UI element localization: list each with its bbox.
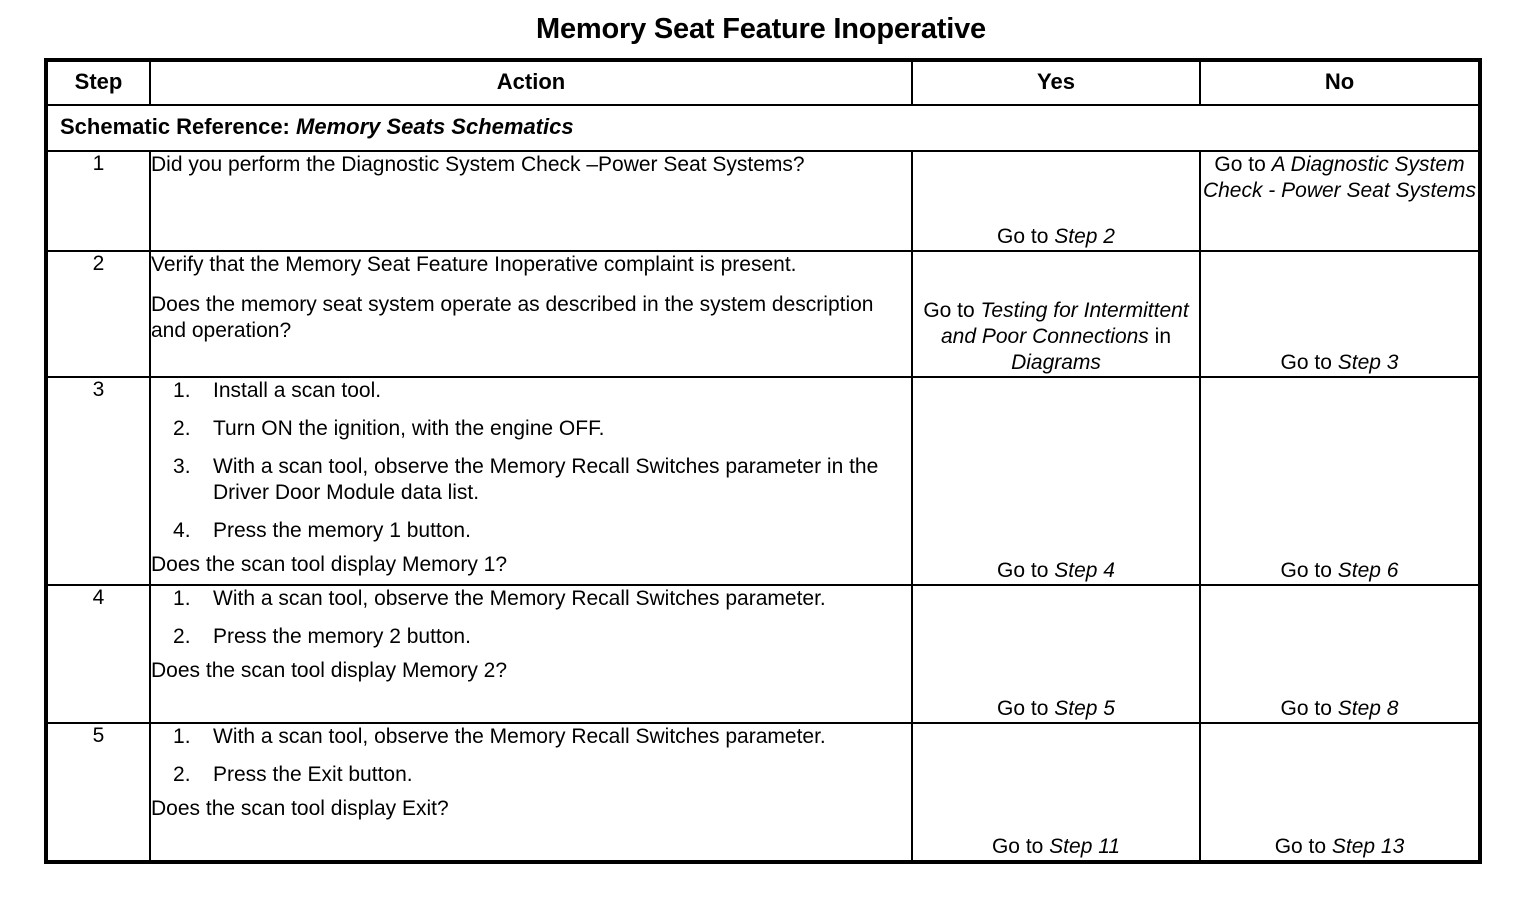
column-header-action: Action [149,59,913,106]
branch-prefix: Go to [1280,559,1338,582]
list-item: Press the memory 2 button. [173,624,471,650]
branch-cell-yes: Go to Step 5 [911,584,1201,724]
step-number-cell: 1 [45,150,151,252]
column-header-no: No [1199,59,1481,106]
action-cell: Install a scan tool. Turn ON the ignition… [149,376,913,586]
branch-reference: Step 2 [1054,225,1115,248]
action-cell: Verify that the Memory Seat Feature Inop… [149,250,913,378]
branch-reference: Step 11 [1049,835,1121,858]
step-number-cell: 3 [45,376,151,586]
action-paragraph: Does the memory seat system operate as d… [151,293,874,342]
table-row: 3 Install a scan tool. Turn ON the ignitio… [45,376,1481,586]
list-item: Press the memory 1 button. [173,518,471,544]
page-title: Memory Seat Feature Inoperative [536,13,986,45]
branch-reference: Testing for Intermittent and Poor Connec… [941,299,1189,348]
branch-cell-no: Go to Step 13 [1199,722,1481,863]
branch-reference: Step 3 [1337,351,1399,374]
step-number-cell: 2 [45,250,151,378]
table-row: 4 With a scan tool, observe the Memory Re… [45,584,1481,724]
branch-cell-yes: Go to Testing for Intermittent and Poor … [911,250,1201,378]
step-number-cell: 4 [45,584,151,724]
action-paragraph: Did you perform the Diagnostic System Ch… [151,153,805,176]
branch-cell-yes: Go to Step 11 [911,722,1201,863]
column-header-yes: Yes [911,59,1201,106]
list-item: With a scan tool, observe the Memory Rec… [173,724,826,750]
branch-prefix: Go to [1274,835,1332,858]
branch-cell-no: Go to Step 3 [1199,250,1481,378]
table-header-row: Step Action Yes No [45,59,1481,106]
branch-cell-no: Go to Step 6 [1199,376,1481,586]
branch-prefix: Go to [997,559,1055,582]
action-question: Does the scan tool display Memory 2? [151,659,508,682]
branch-reference: Step 6 [1337,559,1399,582]
list-item: Turn ON the ignition, with the engine OF… [173,416,605,442]
branch-prefix: Go to [1214,153,1272,176]
branch-reference: A Diagnostic System Check - Power Seat S… [1202,153,1477,202]
branch-prefix: Go to [997,697,1055,720]
branch-prefix: Go to [1280,351,1338,374]
schematic-reference-row: Schematic Reference: Memory Seats Schema… [45,104,1481,152]
action-paragraph: Verify that the Memory Seat Feature Inop… [151,253,797,276]
schematic-reference-label: Schematic Reference: [60,114,290,139]
branch-suffix: in [1148,325,1171,348]
action-question: Does the scan tool display Memory 1? [151,553,508,576]
action-cell: With a scan tool, observe the Memory Rec… [149,722,913,863]
action-cell: With a scan tool, observe the Memory Rec… [149,584,913,724]
branch-prefix: Go to [991,835,1050,858]
schematic-reference-cell: Schematic Reference: Memory Seats Schema… [45,104,1481,152]
branch-reference: Step 8 [1337,697,1399,720]
action-step-list: With a scan tool, observe the Memory Rec… [151,586,911,650]
list-item: With a scan tool, observe the Memory Rec… [173,454,879,504]
branch-cell-yes: Go to Step 2 [911,150,1201,252]
branch-prefix: Go to [997,225,1055,248]
branch-reference-secondary: Diagrams [1011,351,1101,374]
schematic-reference-value: Memory Seats Schematics [296,114,574,139]
list-item: With a scan tool, observe the Memory Rec… [173,586,826,612]
branch-cell-no: Go to A Diagnostic System Check - Power … [1199,150,1481,252]
table-row: 5 With a scan tool, observe the Memory Re… [45,722,1481,863]
action-step-list: Install a scan tool. Turn ON the ignition… [151,378,911,544]
branch-reference: Step 5 [1054,697,1115,720]
branch-cell-no: Go to Step 8 [1199,584,1481,724]
table-body: Schematic Reference: Memory Seats Schema… [45,104,1481,863]
branch-reference: Step 13 [1331,835,1405,858]
column-header-step: Step [45,59,151,106]
branch-prefix: Go to [1280,697,1338,720]
branch-reference: Step 4 [1054,559,1115,582]
action-step-list: With a scan tool, observe the Memory Rec… [151,724,911,788]
list-item: Install a scan tool. [173,378,382,404]
list-item: Press the Exit button. [173,762,413,788]
action-cell: Did you perform the Diagnostic System Ch… [149,150,913,252]
step-number-cell: 5 [45,722,151,863]
action-question: Does the scan tool display Exit? [151,797,449,820]
branch-prefix: Go to [923,299,981,322]
branch-cell-yes: Go to Step 4 [911,376,1201,586]
diagnostic-table: Step Action Yes No Schematic Reference: … [44,58,1482,864]
